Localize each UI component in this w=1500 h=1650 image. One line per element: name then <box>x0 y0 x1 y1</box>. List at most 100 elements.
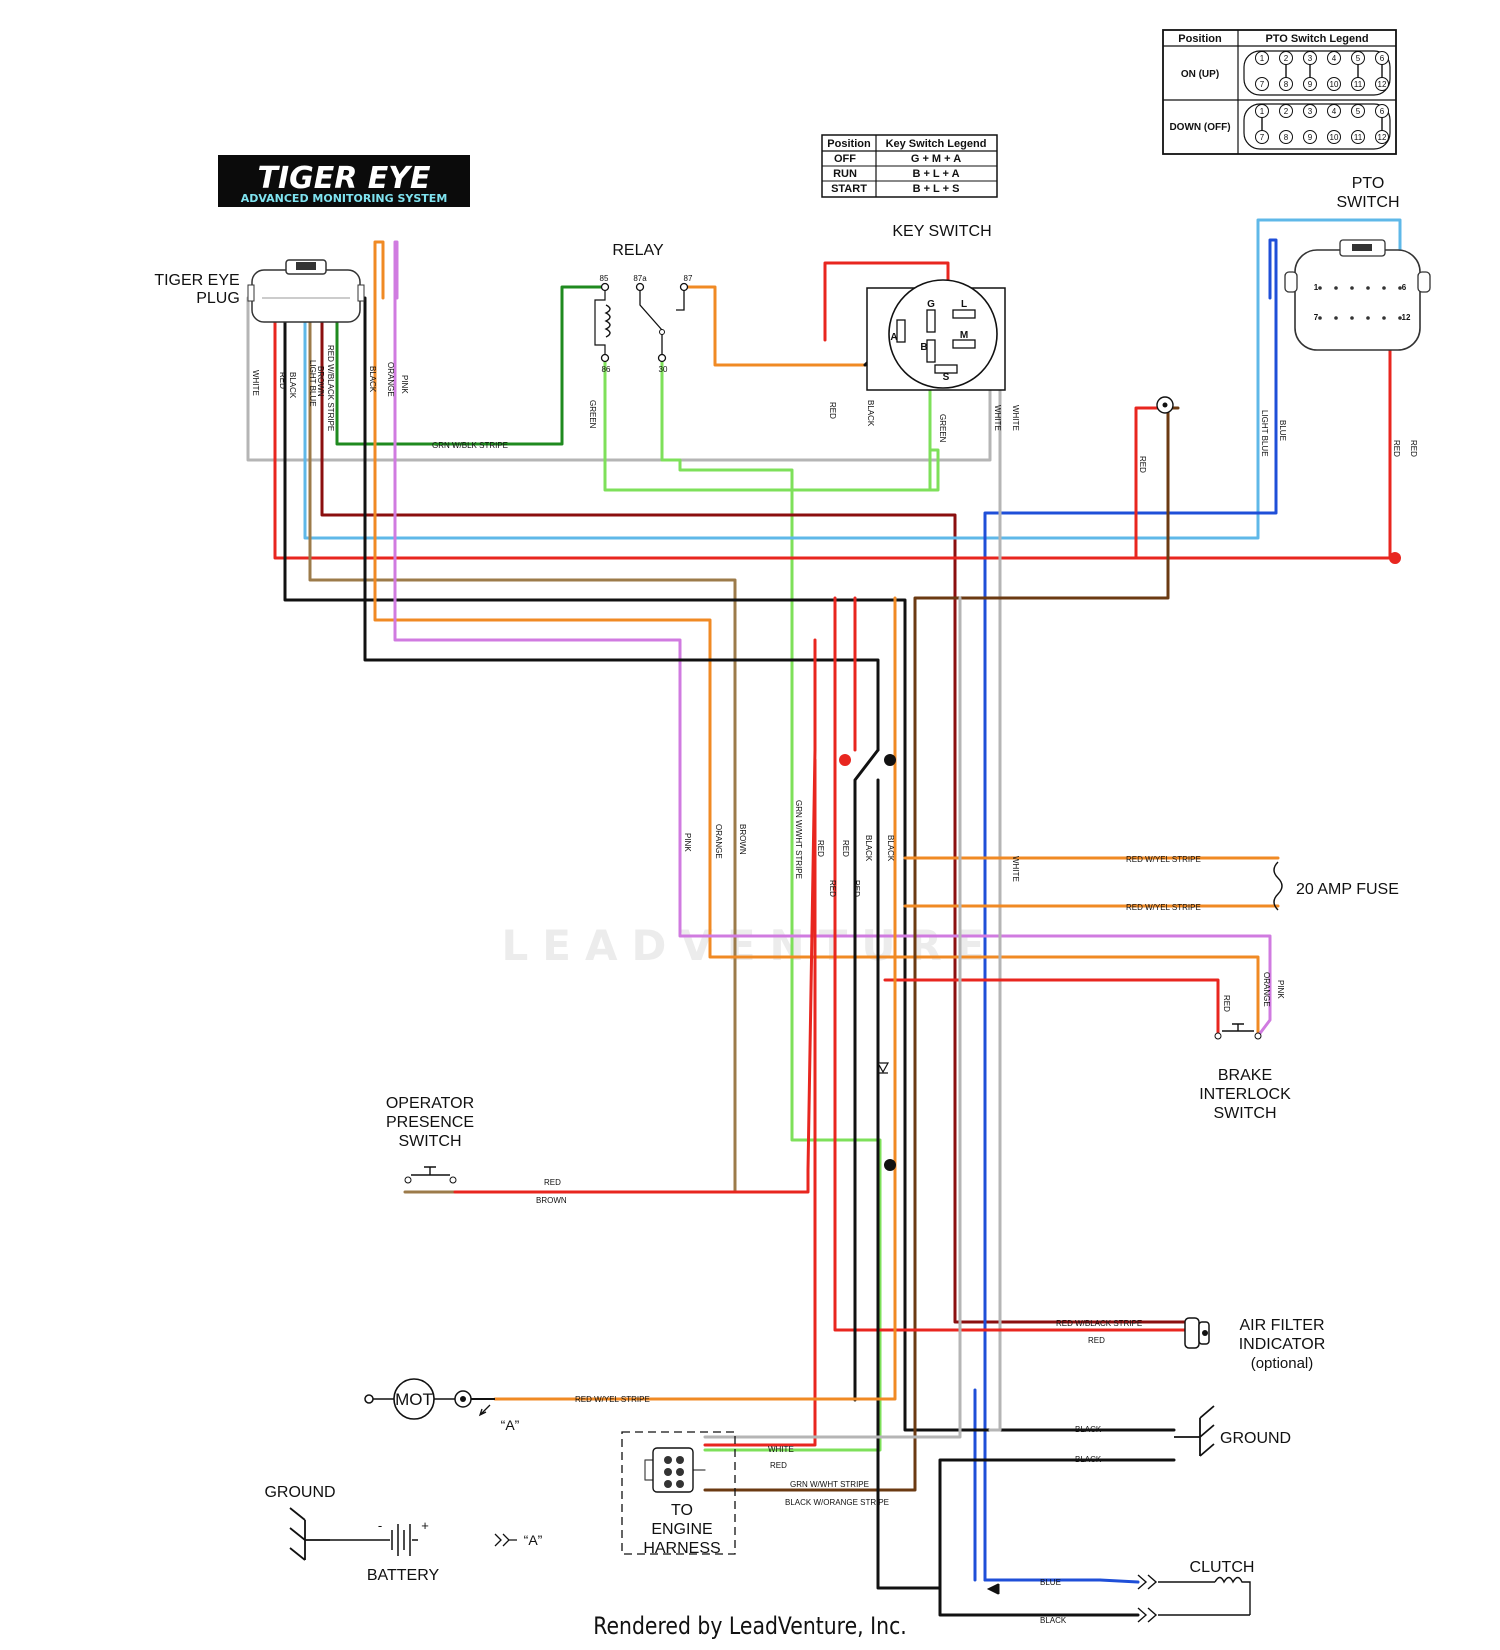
key-legend-row-run-position: RUN <box>833 168 857 180</box>
air-filter-label-2: INDICATOR <box>1239 1336 1326 1353</box>
logo-title: TIGER EYE <box>258 161 432 196</box>
label-pink-mid: PINK <box>683 833 692 852</box>
air-filter-label-1: AIR FILTER <box>1239 1317 1324 1334</box>
wire-white-eng <box>703 596 962 1439</box>
key-legend-row-off-position: OFF <box>834 153 856 165</box>
wire-light-blue-bus <box>303 218 1402 540</box>
label-red-mid-4: RED <box>852 880 861 897</box>
pto-legend-pin-circle <box>1327 77 1341 91</box>
pto-pin-dot <box>1350 286 1354 290</box>
pto-pin-dot <box>1318 316 1322 320</box>
junction-dot <box>839 754 851 766</box>
relay-label: RELAY <box>612 242 664 259</box>
pto-legend-pin-circle <box>1279 104 1293 118</box>
pto-legend-pin-number: 3 <box>1308 107 1313 116</box>
label-red-blk-air: RED W/BLACK STRIPE <box>1056 1319 1142 1328</box>
key-pin-a: A <box>890 332 897 343</box>
brake-label-1: BRAKE <box>1218 1067 1272 1084</box>
battery-label: BATTERY <box>367 1567 440 1584</box>
pto-legend-pin-number: 3 <box>1308 54 1313 63</box>
clutch-icon <box>986 1574 1251 1623</box>
wire-dark-red-bus <box>320 296 1187 1324</box>
wire-red-split <box>453 596 857 1194</box>
pto-legend-pin-number: 9 <box>1308 133 1313 142</box>
fuse-label: 20 AMP FUSE <box>1296 881 1399 898</box>
tiger-eye-logo: TIGER EYE ADVANCED MONITORING SYSTEM <box>218 155 470 207</box>
label-red-key: RED <box>828 402 837 419</box>
label-light-blue-plug: LIGHT BLUE <box>308 360 317 407</box>
pto-pin-dot <box>1382 286 1386 290</box>
pto-pin-dot <box>1398 286 1402 290</box>
pto-legend-pin-circle <box>1327 51 1341 65</box>
pto-legend-pin-circle <box>1255 51 1269 65</box>
lamp-icon <box>1156 396 1174 414</box>
pto-switch-label-1: PTO <box>1352 175 1385 192</box>
pto-legend-pin-number: 4 <box>1332 54 1337 63</box>
wire-red-drop-2 <box>703 758 817 1447</box>
battery-icon <box>330 1524 517 1556</box>
pto-switch <box>1284 239 1431 351</box>
relay-pin-87a: 87a <box>633 274 647 283</box>
operator-label-2: PRESENCE <box>386 1114 474 1131</box>
label-red-pto: RED <box>1392 440 1401 457</box>
pto-pin-dot <box>1334 286 1338 290</box>
pto-legend-pin-number: 10 <box>1330 80 1339 89</box>
clutch-label: CLUTCH <box>1190 1559 1255 1576</box>
key-pin-b: B <box>920 342 927 353</box>
pto-legend-pin-number: 1 <box>1260 54 1265 63</box>
pto-pin-dot <box>1334 316 1338 320</box>
air-filter-label-3: (optional) <box>1251 1355 1314 1372</box>
tiger-eye-plug <box>247 259 365 323</box>
wire-pink-bus <box>393 240 1272 1038</box>
wire-blue-clutch <box>983 1578 1140 1584</box>
pto-legend-pin-number: 10 <box>1330 133 1339 142</box>
pto-legend-pin-number: 4 <box>1332 107 1337 116</box>
label-grn-wht-eng: GRN W/WHT STRIPE <box>790 1480 869 1489</box>
label-black-gnd-2: BLACK <box>1075 1455 1102 1464</box>
label-white-mid: WHITE <box>1011 856 1020 882</box>
pto-legend-pin-circle <box>1327 104 1341 118</box>
label-red-lamp: RED <box>1138 456 1147 473</box>
label-red-plug: RED <box>278 372 287 389</box>
wire-grn-blk <box>335 285 604 446</box>
air-filter-icon <box>1184 1317 1210 1349</box>
pto-legend-pin-circle <box>1303 104 1317 118</box>
label-blue-pto: BLUE <box>1278 420 1287 441</box>
label-red-mid-2: RED <box>828 880 837 897</box>
motor-label: MOT <box>395 1390 433 1409</box>
label-black-key: BLACK <box>866 400 875 427</box>
relay-pin-86: 86 <box>602 365 611 374</box>
key-pin-l: L <box>961 299 967 310</box>
label-red-yel-1: RED W/YEL STRIPE <box>1126 855 1201 864</box>
junction-dots <box>839 552 1401 1171</box>
label-red-brake: RED <box>1222 995 1231 1012</box>
wire-white-key <box>973 338 1002 1432</box>
label-orange-brake: ORANGE <box>1262 972 1271 1007</box>
label-red-yel-2: RED W/YEL STRIPE <box>1126 903 1201 912</box>
wire-green-relay <box>603 360 940 492</box>
wire-orange-bus <box>373 240 1260 1038</box>
wire-green-relay-30 <box>660 360 882 1452</box>
operator-label-3: SWITCH <box>398 1133 461 1150</box>
pto-legend-pin-number: 5 <box>1356 107 1361 116</box>
pto-legend-pin-number: 8 <box>1284 133 1289 142</box>
key-legend-row-start-position: START <box>831 183 867 195</box>
engine-harness-box <box>621 1431 736 1555</box>
pto-pin-dots <box>1318 286 1402 320</box>
label-red-air: RED <box>1088 1336 1105 1345</box>
pto-pin-dot <box>1382 316 1386 320</box>
label-blue-clutch: BLUE <box>1040 1578 1061 1587</box>
key-switch-legend: Position Key Switch Legend OFF G + M + A… <box>821 134 998 198</box>
key-legend-row-run-value: B + L + A <box>912 168 959 180</box>
relay-pin-30: 30 <box>659 365 668 374</box>
label-red-mid-3: RED <box>841 840 850 857</box>
ground-left-icon <box>289 1507 330 1561</box>
pto-pin-dot <box>1398 316 1402 320</box>
relay <box>594 282 689 363</box>
wire-black-gnd <box>938 1458 1176 1617</box>
label-brown-operator: BROWN <box>536 1196 567 1205</box>
label-red-eng: RED <box>770 1461 787 1470</box>
tiger-eye-plug-label-2: PLUG <box>196 290 240 307</box>
label-blk-orange-eng: BLACK W/ORANGE STRIPE <box>785 1498 889 1507</box>
